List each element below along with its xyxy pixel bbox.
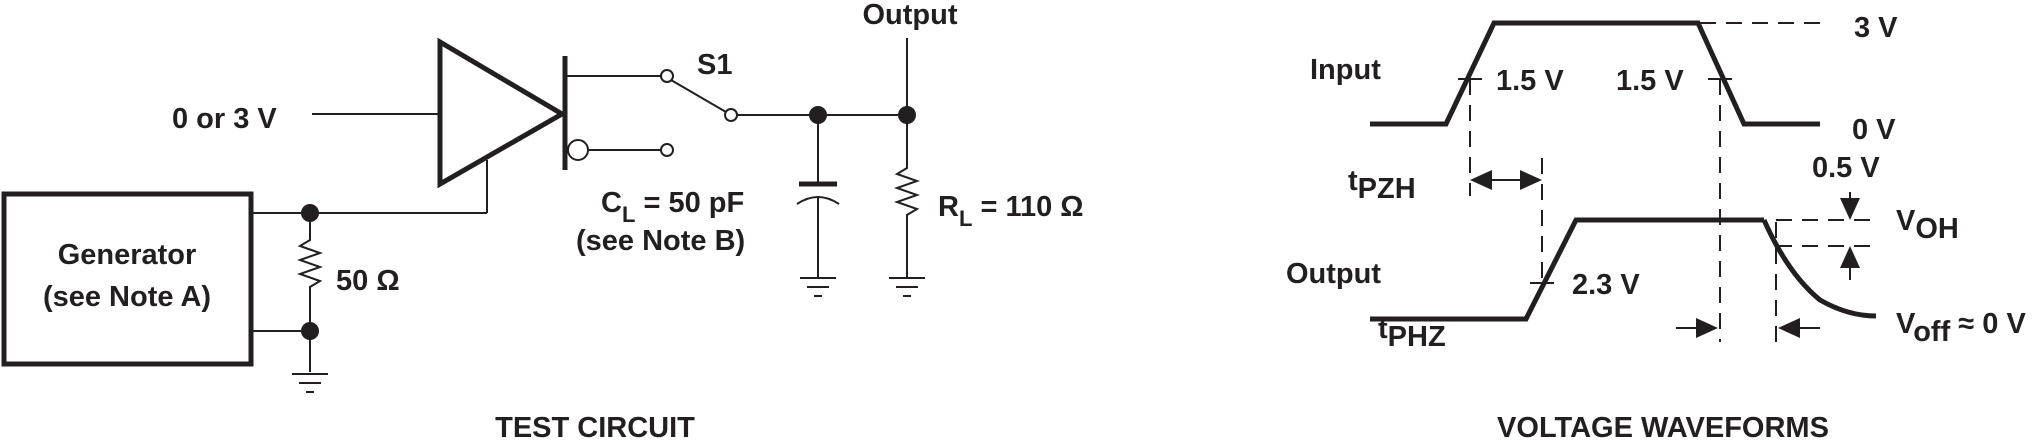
arrowhead <box>1470 170 1492 190</box>
generator-note: (see Note A) <box>43 281 211 313</box>
voff-label: Voff ≈ 0 V <box>1896 308 2026 348</box>
output-threshold-label: 2.3 V <box>1572 269 1640 301</box>
voltage-waveforms-caption: VOLTAGE WAVEFORMS <box>1497 412 1829 440</box>
arrowhead <box>1778 318 1800 338</box>
arrowhead <box>1520 170 1542 190</box>
voh-label: VOH <box>1896 205 1959 245</box>
ground-symbol <box>292 373 328 393</box>
voltage-waveforms: Input 3 V 0 V 1.5 V 1.5 V tPZH Output 2.… <box>1286 12 2026 440</box>
ground-symbol <box>800 277 836 297</box>
switch-contact <box>660 69 674 83</box>
load-resistor <box>893 115 921 277</box>
capacitor-label: CL = 50 pF <box>601 187 744 227</box>
output-node-label: Output <box>862 0 957 31</box>
test-circuit: 0 or 3 V Generator (see Note A) 50 Ω S1 <box>1 0 1084 440</box>
output-waveform-label: Output <box>1286 258 1381 290</box>
switch-arm <box>670 79 727 113</box>
arrowhead <box>1696 318 1718 338</box>
arrowhead <box>1840 198 1860 220</box>
tphz-label: tPHZ <box>1378 313 1446 353</box>
test-circuit-caption: TEST CIRCUIT <box>495 412 695 440</box>
generator-resistor <box>296 213 324 331</box>
offset-label: 0.5 V <box>1812 152 1880 184</box>
switch-label: S1 <box>697 49 732 81</box>
input-waveform-label: Input <box>1310 54 1381 86</box>
switch-contact <box>724 108 738 122</box>
ground-symbol <box>889 277 925 297</box>
capacitor-note: (see Note B) <box>576 225 745 257</box>
switch-contact <box>660 143 674 157</box>
load-resistor-label: RL = 110 Ω <box>938 191 1084 231</box>
output-waveform <box>1370 217 1764 322</box>
buffer-triangle <box>437 37 567 189</box>
input-waveform <box>1370 20 1820 127</box>
input-voltage-label: 0 or 3 V <box>172 103 277 135</box>
input-fall-threshold-label: 1.5 V <box>1616 65 1684 97</box>
input-rise-threshold-label: 1.5 V <box>1496 65 1564 97</box>
generator-label: Generator <box>58 239 197 271</box>
generator-resistor-label: 50 Ω <box>336 265 400 297</box>
switch-contact <box>567 139 589 161</box>
arrowhead <box>1840 246 1860 268</box>
high-level-label: 3 V <box>1854 12 1898 44</box>
capacitor-plate <box>796 196 840 205</box>
generator-box <box>1 191 254 367</box>
low-level-label: 0 V <box>1852 114 1896 146</box>
tpzh-label: tPZH <box>1348 165 1416 205</box>
